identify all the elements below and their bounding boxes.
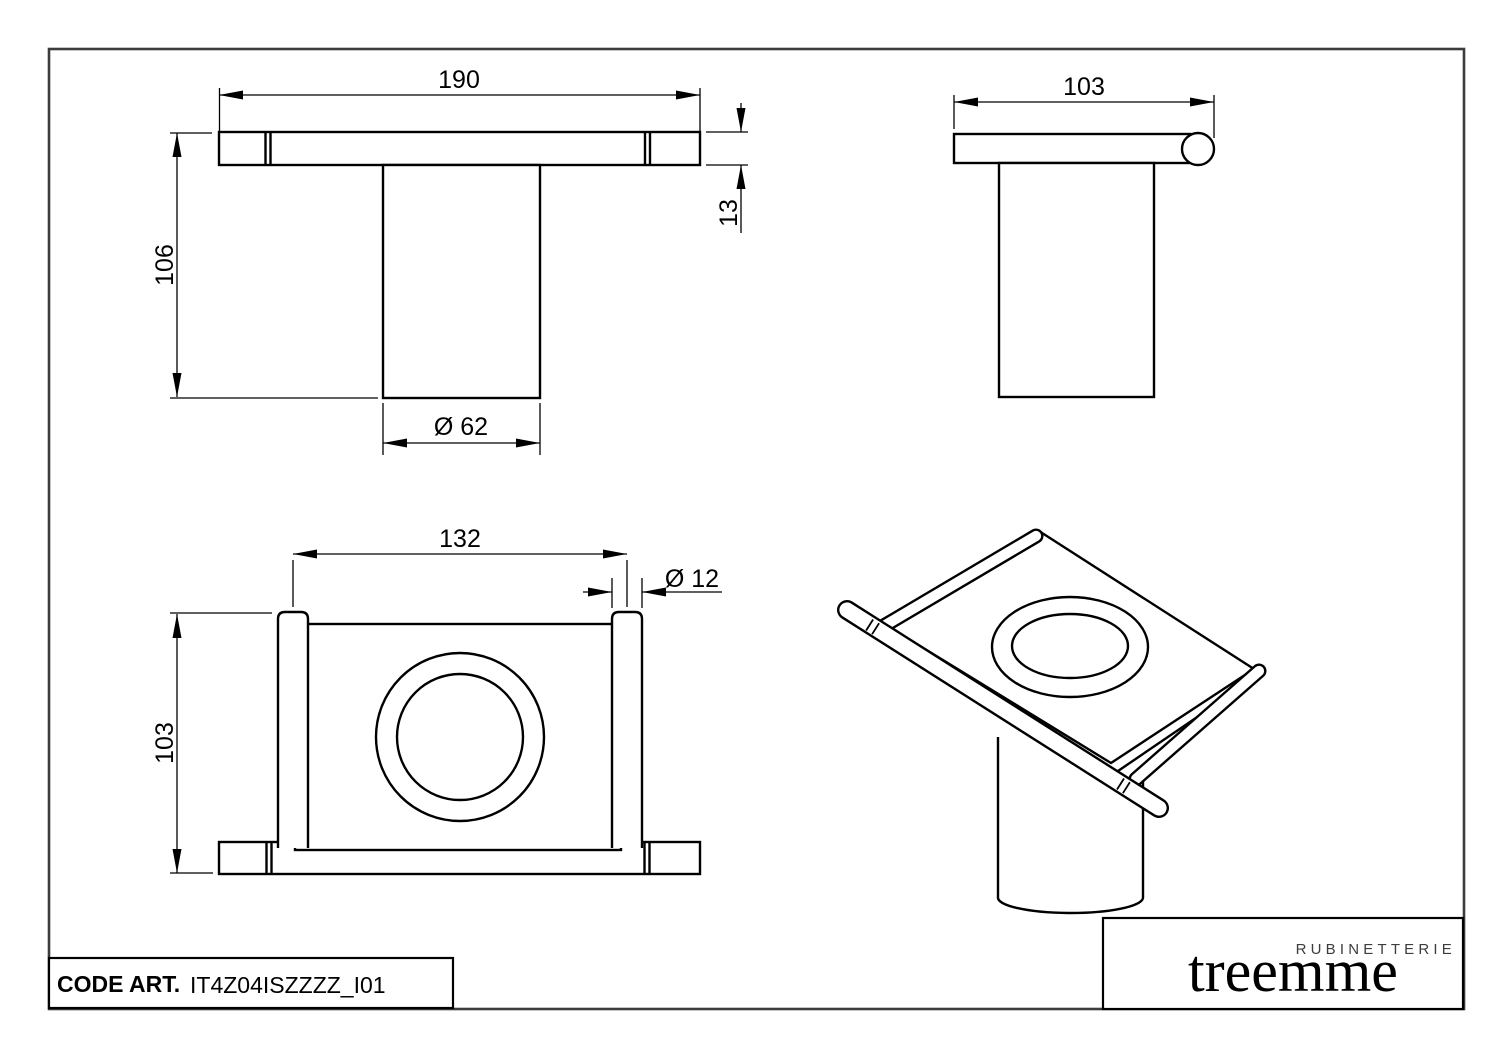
plan-hole-outer: [374, 651, 546, 823]
side-view: 103: [952, 73, 1216, 399]
iso-hole-inner: [1010, 612, 1130, 680]
dim-label-13: 13: [715, 199, 743, 227]
side-plate: [952, 132, 1192, 165]
front-view: 190 106 13 Ø 62: [151, 66, 748, 455]
plan-hole-inner: [395, 672, 525, 802]
plan-view: 132 Ø 12 103: [151, 525, 722, 876]
iso-rail-right: [1128, 663, 1267, 787]
logo-box: [1101, 916, 1465, 1011]
code-art-label: CODE ART.: [57, 971, 181, 997]
dim-label-132: 132: [439, 525, 481, 553]
isometric-view: [837, 528, 1267, 915]
plan-plate: [293, 622, 623, 852]
iso-cylinder-bottom: [996, 896, 1145, 915]
dim-plan-tube-diameter: Ø 12: [583, 565, 722, 608]
dim-label-106: 106: [151, 244, 179, 286]
plan-rail-left: [276, 610, 310, 848]
iso-rail-left: [869, 528, 1044, 638]
dim-front-thickness: 13: [706, 103, 748, 233]
code-art-box: [47, 956, 455, 1010]
dim-label-103-plan: 103: [151, 722, 179, 764]
iso-hole-outer: [990, 595, 1150, 699]
dim-side-depth: 103: [953, 73, 1215, 138]
dim-label-190: 190: [438, 66, 480, 94]
dim-front-width: 190: [218, 66, 701, 131]
dim-plan-width: 132: [292, 525, 628, 607]
dim-front-cylinder-diameter: Ø 62: [382, 403, 541, 455]
side-body: [997, 161, 1156, 399]
dim-front-height: 106: [151, 132, 378, 399]
dim-label-dia12: Ø 12: [665, 565, 719, 593]
iso-front-bar: [837, 600, 1169, 818]
sheet-border: [47, 47, 1466, 1011]
logo-brand: treemme: [1188, 938, 1398, 1004]
dim-label-103-side: 103: [1063, 73, 1105, 101]
dim-plan-depth: 103: [151, 612, 272, 874]
front-bar: [217, 130, 702, 167]
plan-rail-right: [610, 610, 644, 848]
side-bar-section: [1180, 131, 1216, 167]
logo-tagline: RUBINETTERIE: [1295, 941, 1456, 958]
front-cylinder: [381, 163, 542, 400]
code-art-value: IT4Z04ISZZZZ_I01: [190, 972, 386, 998]
dim-label-dia62: Ø 62: [434, 413, 488, 441]
